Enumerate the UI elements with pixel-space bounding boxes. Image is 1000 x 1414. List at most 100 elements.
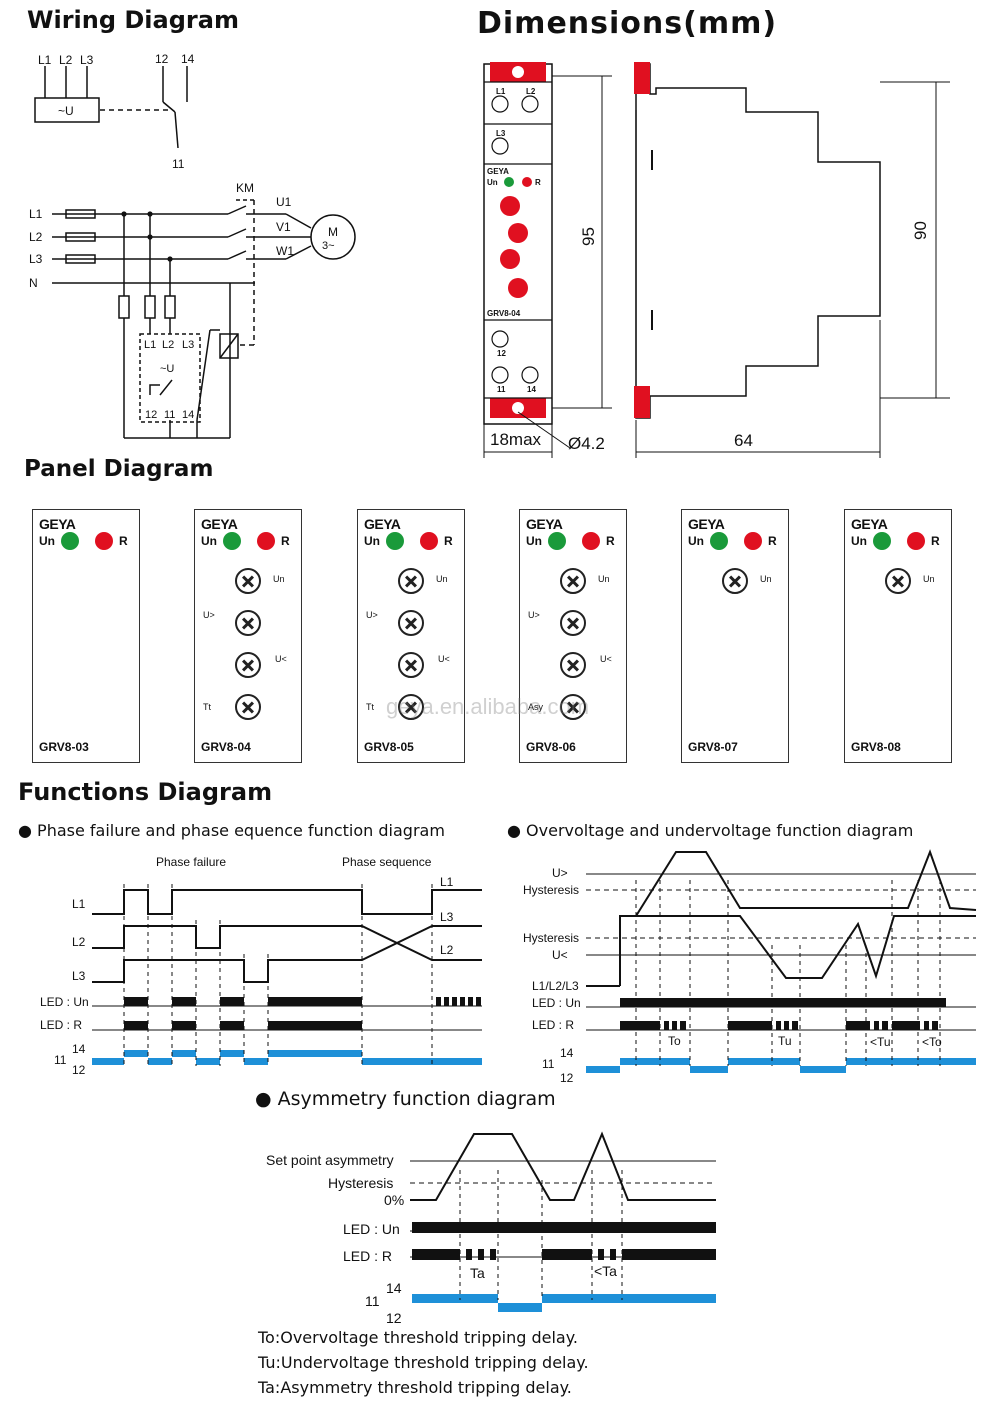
wiring-diagram: L1 L2 L3 ~U 12 14 11 L1 L2 L3 N KM M 3~ … <box>29 52 950 458</box>
volt-contact-14: 14 <box>560 1046 574 1060</box>
volt-trace-a <box>619 849 977 986</box>
top-terminal-l3: L3 <box>80 53 94 67</box>
panel-un-label: Un <box>526 534 542 548</box>
undervoltage-knob-icon[interactable] <box>560 652 586 678</box>
volt-row-phases: L1/L2/L3 <box>532 979 579 993</box>
panel-un-label: Un <box>851 534 867 548</box>
relay-supply: ~U <box>160 363 174 375</box>
panel-grv8-06: GEYA Un R Un U> U< Asy GRV8-06 <box>519 509 627 763</box>
undervoltage-knob-icon[interactable] <box>235 652 261 678</box>
phase-led-bars <box>124 997 481 1030</box>
dim-64: 64 <box>734 431 753 450</box>
panel-model: GRV8-07 <box>688 740 738 754</box>
un-knob-icon[interactable] <box>235 568 261 594</box>
panel-brand: GEYA <box>364 516 401 532</box>
relay-led-icon <box>907 532 925 550</box>
overvoltage-knob-icon[interactable] <box>235 610 261 636</box>
asym-row-led-r: LED : R <box>343 1248 392 1264</box>
motor-w1: W1 <box>276 244 294 258</box>
line-n: N <box>29 276 38 290</box>
time-knob-icon[interactable] <box>398 694 424 720</box>
relay-led-icon <box>420 532 438 550</box>
asym-contact-12: 12 <box>386 1310 402 1326</box>
panel-r-label: R <box>444 534 453 548</box>
relay-terminal-l3: L3 <box>182 339 194 351</box>
phase-row-led-r: LED : R <box>40 1018 82 1032</box>
phase-l3-trace <box>92 925 482 983</box>
motor-v1: V1 <box>276 220 291 234</box>
motor-sub: 3~ <box>322 240 335 252</box>
volt-row-led-r: LED : R <box>532 1018 574 1032</box>
overvoltage-knob-icon[interactable] <box>398 610 424 636</box>
panel-brand: GEYA <box>526 516 563 532</box>
relay-terminal-11: 11 <box>164 409 175 421</box>
un-knob-icon[interactable] <box>560 568 586 594</box>
asym-led-bars <box>412 1222 716 1260</box>
knob-under-label: U< <box>275 654 287 664</box>
front-t2: L2 <box>526 87 536 96</box>
contact-14: 14 <box>181 52 195 66</box>
top-terminal-l1: L1 <box>38 53 52 67</box>
phase-contact-12: 12 <box>72 1063 86 1077</box>
dim-90: 90 <box>911 221 930 240</box>
asym-delay-ta2: <Ta <box>594 1263 617 1279</box>
knob-time-label: Tt <box>203 702 211 712</box>
motor-label: M <box>328 225 338 239</box>
un-knob-icon[interactable] <box>398 568 424 594</box>
asym-row-setpoint: Set point asymmetry <box>266 1152 394 1168</box>
un-led-icon <box>61 532 79 550</box>
un-knob-icon[interactable] <box>722 568 748 594</box>
relay-terminal-l1: L1 <box>144 339 156 351</box>
asym-row-hyst: Hysteresis <box>328 1175 393 1191</box>
knob-over-label: U> <box>528 610 540 620</box>
dim-18max: 18max <box>490 430 542 449</box>
km-label: KM <box>236 181 254 195</box>
front-t1: L1 <box>496 87 506 96</box>
undervoltage-knob-icon[interactable] <box>398 652 424 678</box>
volt-contact-trace <box>586 1058 976 1073</box>
panel-model: GRV8-06 <box>526 740 576 754</box>
wiring-diagram-title: Wiring Diagram <box>27 6 239 34</box>
panel-brand: GEYA <box>851 516 888 532</box>
un-knob-icon[interactable] <box>885 568 911 594</box>
panel-r-label: R <box>768 534 777 548</box>
line-l3: L3 <box>29 252 43 266</box>
panel-brand: GEYA <box>201 516 238 532</box>
side-view <box>634 62 881 419</box>
watermark: geya.en.alibaba.com <box>386 694 590 719</box>
panel-grv8-04: GEYA Un R Un U> U< Tt GRV8-04 <box>194 509 302 763</box>
phase-contact-14: 14 <box>72 1042 86 1056</box>
note-tu: Tu:Undervoltage threshold tripping delay… <box>258 1353 589 1372</box>
knob-un-label: Un <box>598 574 610 584</box>
front-brand: GEYA <box>487 167 509 176</box>
front-un: Un <box>487 178 498 187</box>
relay-terminal-12: 12 <box>145 409 157 421</box>
relay-led-icon <box>582 532 600 550</box>
asym-row-zero: 0% <box>384 1192 404 1208</box>
volt-trace-b <box>636 915 976 980</box>
phase-contact-trace <box>92 1050 482 1065</box>
relay-led-icon <box>257 532 275 550</box>
phase-row-l1: L1 <box>72 897 86 911</box>
asymmetry-knob-icon[interactable] <box>560 694 586 720</box>
front-model: GRV8-04 <box>487 309 521 318</box>
knob-over-label: U> <box>366 610 378 620</box>
knob-over-label: U> <box>203 610 215 620</box>
voltage-diagram-heading: ● Overvoltage and undervoltage function … <box>507 821 914 840</box>
note-to: To:Overvoltage threshold tripping delay. <box>258 1328 578 1347</box>
panel-grv8-07: GEYA Un R Un GRV8-07 <box>681 509 789 763</box>
volt-row-uover: U> <box>552 866 568 880</box>
panel-model: GRV8-08 <box>851 740 901 754</box>
phase-l1-trace <box>92 889 482 915</box>
panel-un-label: Un <box>364 534 380 548</box>
front-b2: 11 <box>497 385 506 394</box>
panel-brand: GEYA <box>39 516 76 532</box>
time-knob-icon[interactable] <box>235 694 261 720</box>
supply-label: ~U <box>58 104 74 118</box>
volt-row-uunder: U< <box>552 948 568 962</box>
panel-r-label: R <box>119 534 128 548</box>
overvoltage-knob-icon[interactable] <box>560 610 586 636</box>
contact-11: 11 <box>172 157 185 171</box>
phase-diagram-heading: ● Phase failure and phase equence functi… <box>18 821 445 840</box>
panel-model: GRV8-05 <box>364 740 414 754</box>
